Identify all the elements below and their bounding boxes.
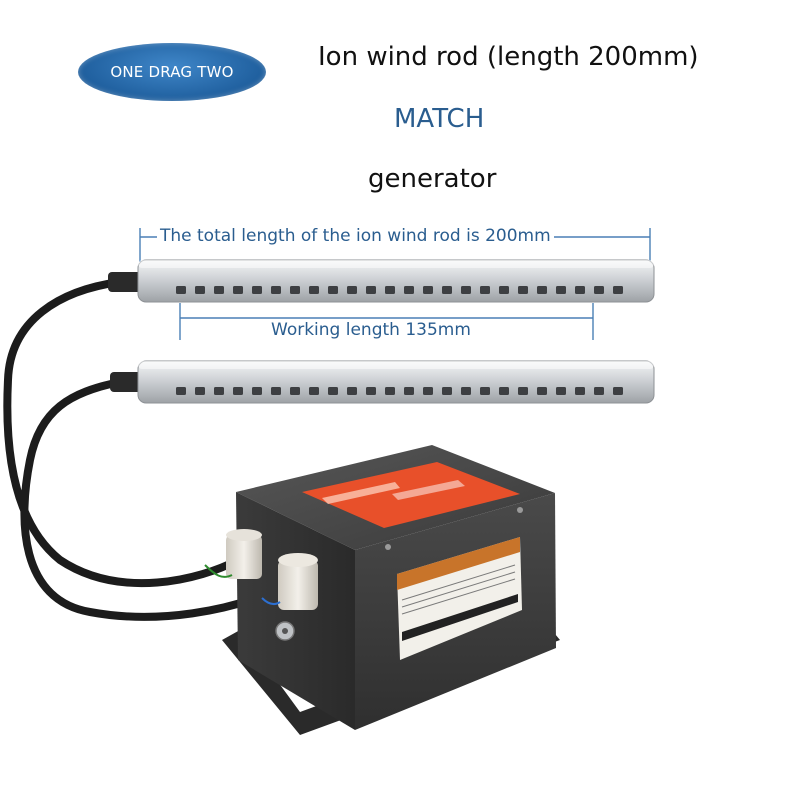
- emitter-slot: [461, 387, 471, 395]
- emitter-slot: [423, 387, 433, 395]
- ion-wind-rod-2: [110, 360, 655, 404]
- match-label: MATCH: [394, 104, 485, 134]
- generator-label: generator: [368, 164, 497, 194]
- emitter-slot: [404, 286, 414, 294]
- emitter-slot: [518, 387, 528, 395]
- total-length-label: The total length of the ion wind rod is …: [157, 226, 554, 246]
- emitter-slot: [480, 387, 490, 395]
- emitter-slot: [404, 387, 414, 395]
- emitter-slot: [385, 387, 395, 395]
- emitter-slot: [233, 387, 243, 395]
- emitter-slot: [575, 387, 585, 395]
- emitter-slot: [290, 286, 300, 294]
- emitter-slot: [271, 387, 281, 395]
- emitter-slot: [347, 387, 357, 395]
- working-length-dimension: [179, 303, 594, 340]
- emitter-slot: [556, 286, 566, 294]
- emitter-slot: [537, 286, 547, 294]
- emitter-slot: [176, 286, 186, 294]
- emitter-slot: [442, 387, 452, 395]
- working-length-label: Working length 135mm: [268, 320, 474, 340]
- emitter-slot: [499, 387, 509, 395]
- emitter-slot: [252, 286, 262, 294]
- emitter-slot: [176, 387, 186, 395]
- emitter-slot: [575, 286, 585, 294]
- emitter-slot: [347, 286, 357, 294]
- emitter-slot: [233, 286, 243, 294]
- emitter-slot: [613, 286, 623, 294]
- emitter-slot: [461, 286, 471, 294]
- emitter-slot: [518, 286, 528, 294]
- emitter-slot: [195, 387, 205, 395]
- high-voltage-generator: [204, 445, 560, 735]
- emitter-slot: [423, 286, 433, 294]
- emitter-slot: [214, 286, 224, 294]
- emitter-slot: [366, 387, 376, 395]
- emitter-slot: [442, 286, 452, 294]
- emitter-slot: [290, 387, 300, 395]
- emitter-slot: [385, 286, 395, 294]
- emitter-slot: [613, 387, 623, 395]
- emitter-slot: [499, 286, 509, 294]
- one-drag-two-badge: ONE DRAG TWO: [78, 43, 266, 101]
- emitter-slot: [214, 387, 224, 395]
- emitter-slot: [556, 387, 566, 395]
- badge-label: ONE DRAG TWO: [110, 63, 234, 81]
- product-title: Ion wind rod (length 200mm): [318, 42, 699, 72]
- emitter-slot: [537, 387, 547, 395]
- emitter-slot: [328, 286, 338, 294]
- emitter-slot: [195, 286, 205, 294]
- emitter-slot: [309, 387, 319, 395]
- emitter-slot: [594, 286, 604, 294]
- emitter-slot: [252, 387, 262, 395]
- ion-wind-rod-1: [108, 259, 655, 303]
- cables: [3, 278, 282, 621]
- emitter-slot: [594, 387, 604, 395]
- emitter-slot: [328, 387, 338, 395]
- emitter-slot: [480, 286, 490, 294]
- emitter-slot: [366, 286, 376, 294]
- emitter-slot: [271, 286, 281, 294]
- emitter-slot: [309, 286, 319, 294]
